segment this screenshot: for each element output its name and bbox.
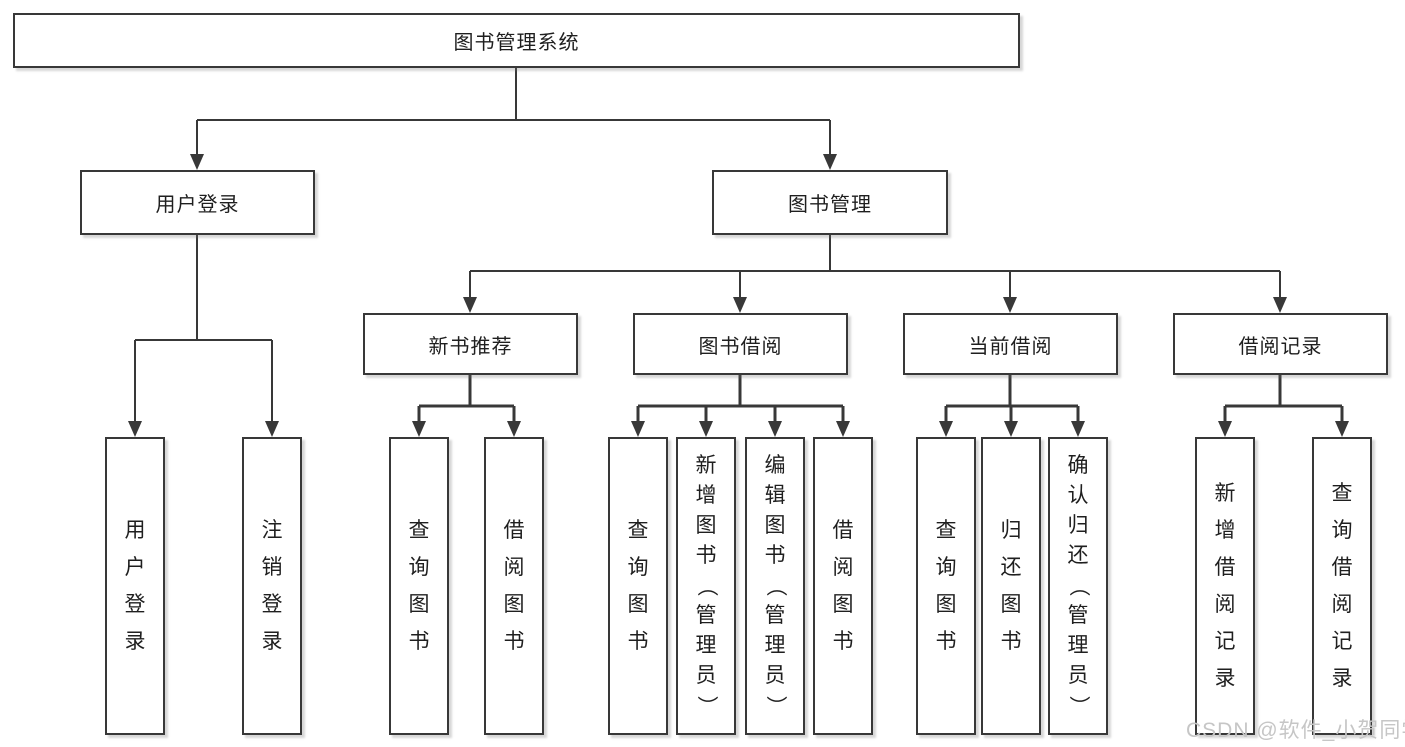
connector-current-borrow — [939, 375, 1085, 437]
watermark: CSDN @软件_小贺同学 — [1186, 719, 1405, 742]
arrowhead — [507, 421, 521, 437]
connector-book-borrow — [631, 375, 850, 437]
leaf-query-books-3: 查询图书 — [916, 437, 976, 735]
arrowhead — [1335, 421, 1349, 437]
node-root: 图书管理系统 — [13, 13, 1020, 68]
arrowhead — [265, 421, 279, 437]
connector-borrow-records — [1218, 375, 1349, 437]
leaf-edit-books-admin: 编辑图书（管理员） — [745, 437, 805, 735]
leaf-query-books-2: 查询图书 — [608, 437, 668, 735]
leaf-logout: 注销登录 — [242, 437, 302, 735]
leaf-borrow-books-1: 借阅图书 — [484, 437, 544, 735]
leaf-borrow-books-2: 借阅图书 — [813, 437, 873, 735]
leaf-add-borrow-record: 新增借阅记录 — [1195, 437, 1255, 735]
arrowhead — [1273, 297, 1287, 313]
node-borrow-records: 借阅记录 — [1173, 313, 1388, 375]
arrowhead — [699, 421, 713, 437]
leaf-return-books: 归还图书 — [981, 437, 1041, 735]
arrowhead — [1218, 421, 1232, 437]
connector-root — [190, 68, 837, 170]
arrowhead — [768, 421, 782, 437]
node-user-login: 用户登录 — [80, 170, 315, 235]
arrowhead — [1004, 421, 1018, 437]
arrowhead — [1071, 421, 1085, 437]
connector-user-login — [128, 235, 279, 437]
arrowhead — [836, 421, 850, 437]
arrowhead — [733, 297, 747, 313]
leaf-confirm-return-admin: 确认归还（管理员） — [1048, 437, 1108, 735]
node-book-management: 图书管理 — [712, 170, 948, 235]
arrowhead — [823, 154, 837, 170]
arrowhead — [1003, 297, 1017, 313]
arrowhead — [190, 154, 204, 170]
arrowhead — [412, 421, 426, 437]
arrowhead — [631, 421, 645, 437]
node-new-book-recommend: 新书推荐 — [363, 313, 578, 375]
connector-book-management — [463, 235, 1287, 313]
arrowhead — [128, 421, 142, 437]
node-book-borrow: 图书借阅 — [633, 313, 848, 375]
leaf-user-login: 用户登录 — [105, 437, 165, 735]
connector-new-book-recommend — [412, 375, 521, 437]
node-current-borrow: 当前借阅 — [903, 313, 1118, 375]
arrowhead — [463, 297, 477, 313]
leaf-query-books-1: 查询图书 — [389, 437, 449, 735]
arrowhead — [939, 421, 953, 437]
leaf-query-borrow-record: 查询借阅记录 — [1312, 437, 1372, 735]
leaf-add-books-admin: 新增图书（管理员） — [676, 437, 736, 735]
